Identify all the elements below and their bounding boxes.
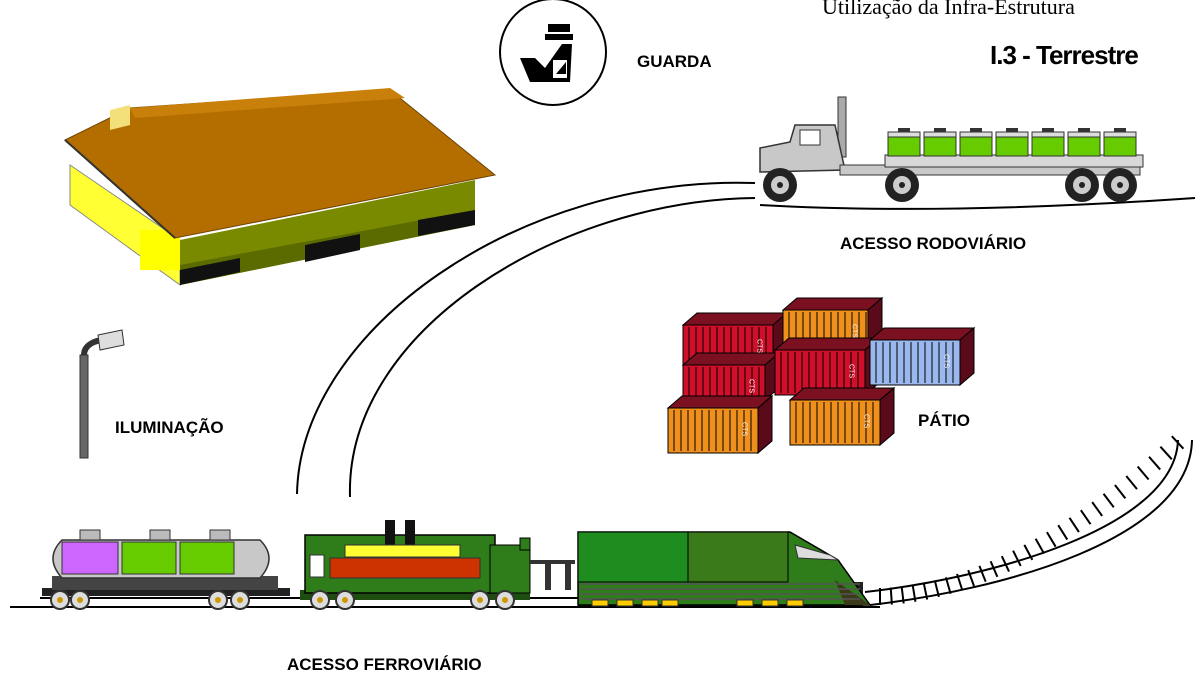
header-title: Utilização da Infra-Estrutura [822, 0, 1075, 19]
container-marking: CTS [848, 364, 855, 378]
container-stack-icon: CTS CTS CTS CTS CTS CTS CTS [666, 296, 976, 455]
label-road-access: ACESSO RODOVIÁRIO [840, 234, 1027, 253]
label-guard: GUARDA [637, 52, 712, 71]
label-rail-access: ACESSO FERROVIÁRIO [287, 655, 482, 674]
container-marking: CTS [943, 354, 950, 368]
access-path-inner [348, 197, 756, 498]
container-marking: CTS [741, 422, 748, 436]
curved-track [864, 435, 1193, 606]
road-line [759, 197, 1196, 210]
guard-icon [499, 0, 607, 106]
container-marking: CTS [863, 414, 870, 428]
label-yard: PÁTIO [918, 411, 970, 430]
warehouse-icon [64, 88, 497, 286]
truck-icon [759, 96, 1144, 202]
container-marking: CTS [756, 339, 763, 353]
label-lighting: ILUMINAÇÃO [115, 418, 224, 437]
access-path-outer [296, 181, 756, 495]
lamp-post-icon [79, 329, 125, 459]
section-title: I.3 - Terrestre [990, 40, 1139, 70]
train-icon [42, 520, 872, 610]
container-marking: CTS [851, 324, 858, 338]
container-marking: CTS [748, 379, 755, 393]
